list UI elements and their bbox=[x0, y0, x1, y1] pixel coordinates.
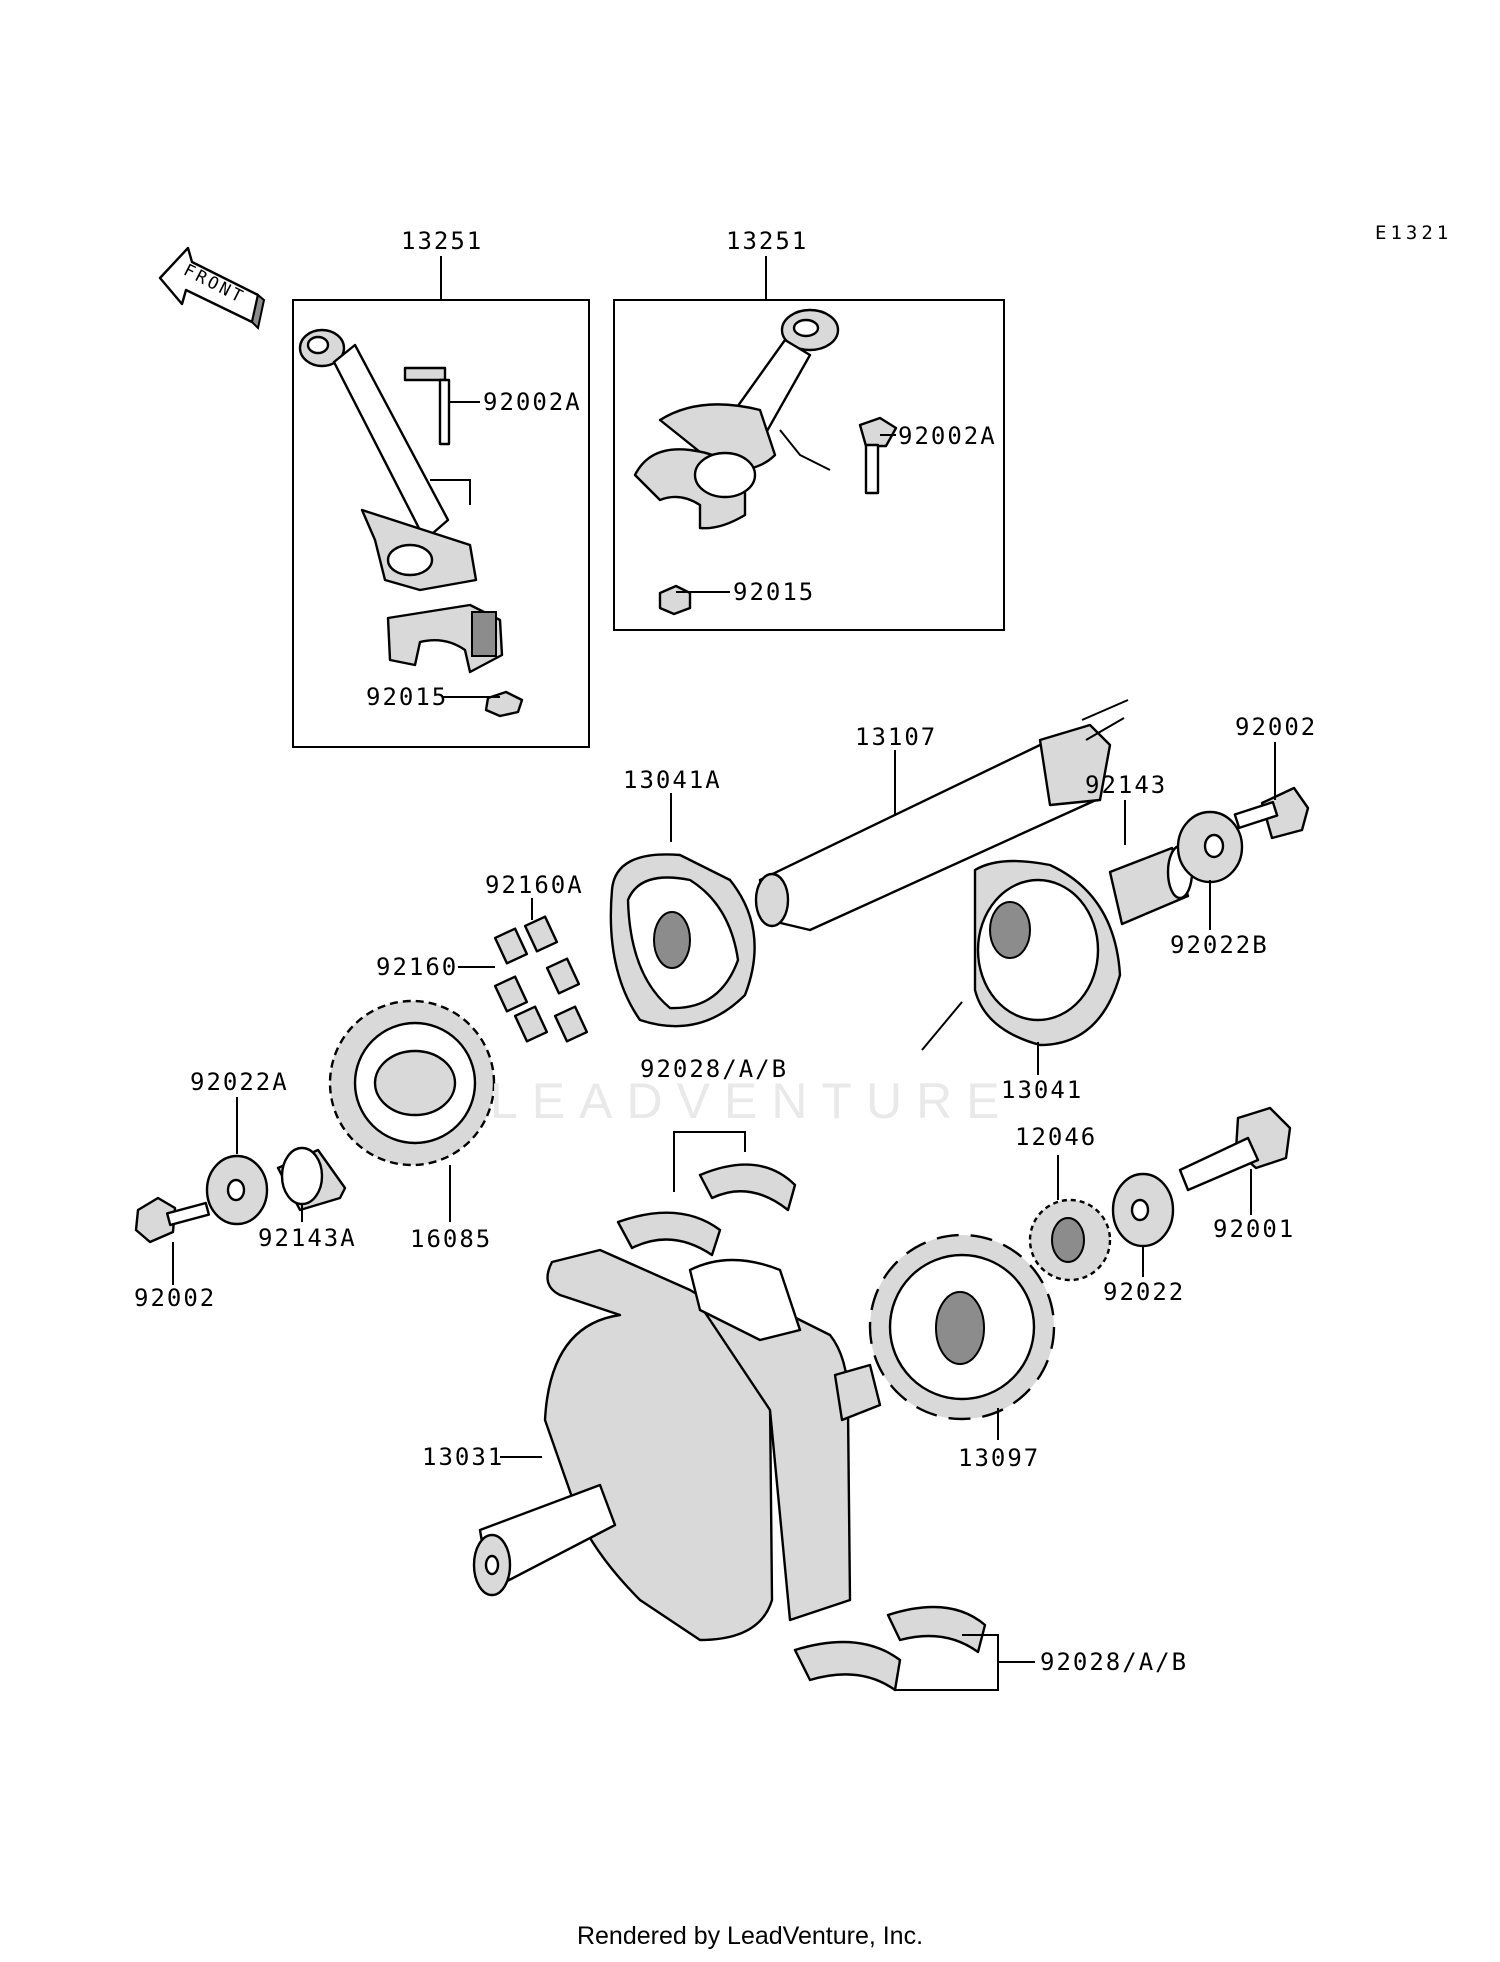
callout-gear-left: 16085 bbox=[410, 1225, 492, 1253]
callout-bolt-flange: 92001 bbox=[1213, 1215, 1295, 1243]
rod-cap-right bbox=[633, 448, 757, 530]
rod-cap-left bbox=[386, 603, 504, 674]
gear-left bbox=[328, 999, 496, 1167]
callout-hub-right: 13041 bbox=[1001, 1076, 1083, 1104]
callout-bolt-top-right: 92002 bbox=[1235, 713, 1317, 741]
bolt-left bbox=[134, 1196, 211, 1244]
callout-collar-right: 92143 bbox=[1085, 771, 1167, 799]
callout-washer-left: 92022A bbox=[190, 1068, 289, 1096]
washer-right bbox=[1176, 810, 1244, 884]
callout-labels: 13251 13251 92002A 92002A 92015 92015 13… bbox=[134, 227, 1317, 1676]
connecting-rod-right bbox=[658, 308, 840, 472]
damper-hub-left bbox=[609, 853, 756, 1028]
footer-credit: Rendered by LeadVenture, Inc. bbox=[576, 1922, 924, 1950]
callout-nut-rod-right: 92015 bbox=[733, 578, 815, 606]
crankshaft bbox=[472, 1248, 882, 1642]
rod-bolt-right bbox=[858, 416, 898, 495]
connecting-rod-left bbox=[298, 328, 478, 592]
rod-assembly-right-box bbox=[613, 299, 1005, 631]
gear-sprocket bbox=[1028, 1198, 1112, 1282]
callout-gear-right: 13097 bbox=[958, 1444, 1040, 1472]
bolt-top-right bbox=[1233, 786, 1310, 840]
callout-hub-left: 13041A bbox=[623, 766, 722, 794]
leader-lines bbox=[172, 256, 1276, 1663]
washer-left bbox=[205, 1154, 269, 1226]
callout-bearing-upper: 92028/A/B bbox=[640, 1055, 788, 1083]
callout-crankshaft: 13031 bbox=[422, 1443, 504, 1471]
gear-right bbox=[868, 1233, 1056, 1421]
bearing-shell-upper bbox=[616, 1131, 797, 1257]
callout-bolt-rod-left: 92002A bbox=[483, 388, 582, 416]
rod-nut-left bbox=[484, 690, 524, 718]
output-shaft bbox=[754, 699, 1129, 932]
collar-left bbox=[276, 1146, 347, 1212]
callout-washer-small: 92022 bbox=[1103, 1278, 1185, 1306]
washer-small bbox=[1111, 1172, 1175, 1248]
rod-bolt-left bbox=[403, 366, 451, 446]
callout-gear-sprocket: 12046 bbox=[1015, 1123, 1097, 1151]
callout-rod-assy-left: 13251 bbox=[401, 227, 483, 255]
watermark: LEADVENTURE bbox=[490, 1073, 1014, 1129]
callout-shaft: 13107 bbox=[855, 723, 937, 751]
front-arrow-icon: FRONT bbox=[158, 246, 266, 331]
callout-rod-assy-right: 13251 bbox=[726, 227, 808, 255]
rod-nut-right bbox=[658, 584, 692, 616]
callout-collar-left: 92143A bbox=[258, 1224, 357, 1252]
diagram-reference-code: E1321 bbox=[1375, 222, 1453, 244]
callout-nut-rod-left: 92015 bbox=[366, 683, 448, 711]
callout-damper-a: 92160A bbox=[485, 871, 584, 899]
callout-washer-right: 92022B bbox=[1170, 931, 1269, 959]
callout-bolt-rod-right: 92002A bbox=[898, 422, 997, 450]
damper-hub-right bbox=[921, 859, 1122, 1051]
callout-bearing-lower: 92028/A/B bbox=[1040, 1648, 1188, 1676]
bearing-shell-lower bbox=[793, 1605, 999, 1692]
callout-bolt-left: 92002 bbox=[134, 1284, 216, 1312]
damper-rubber bbox=[493, 915, 589, 1043]
callout-damper: 92160 bbox=[376, 953, 458, 981]
bolt-flange bbox=[1178, 1106, 1292, 1192]
